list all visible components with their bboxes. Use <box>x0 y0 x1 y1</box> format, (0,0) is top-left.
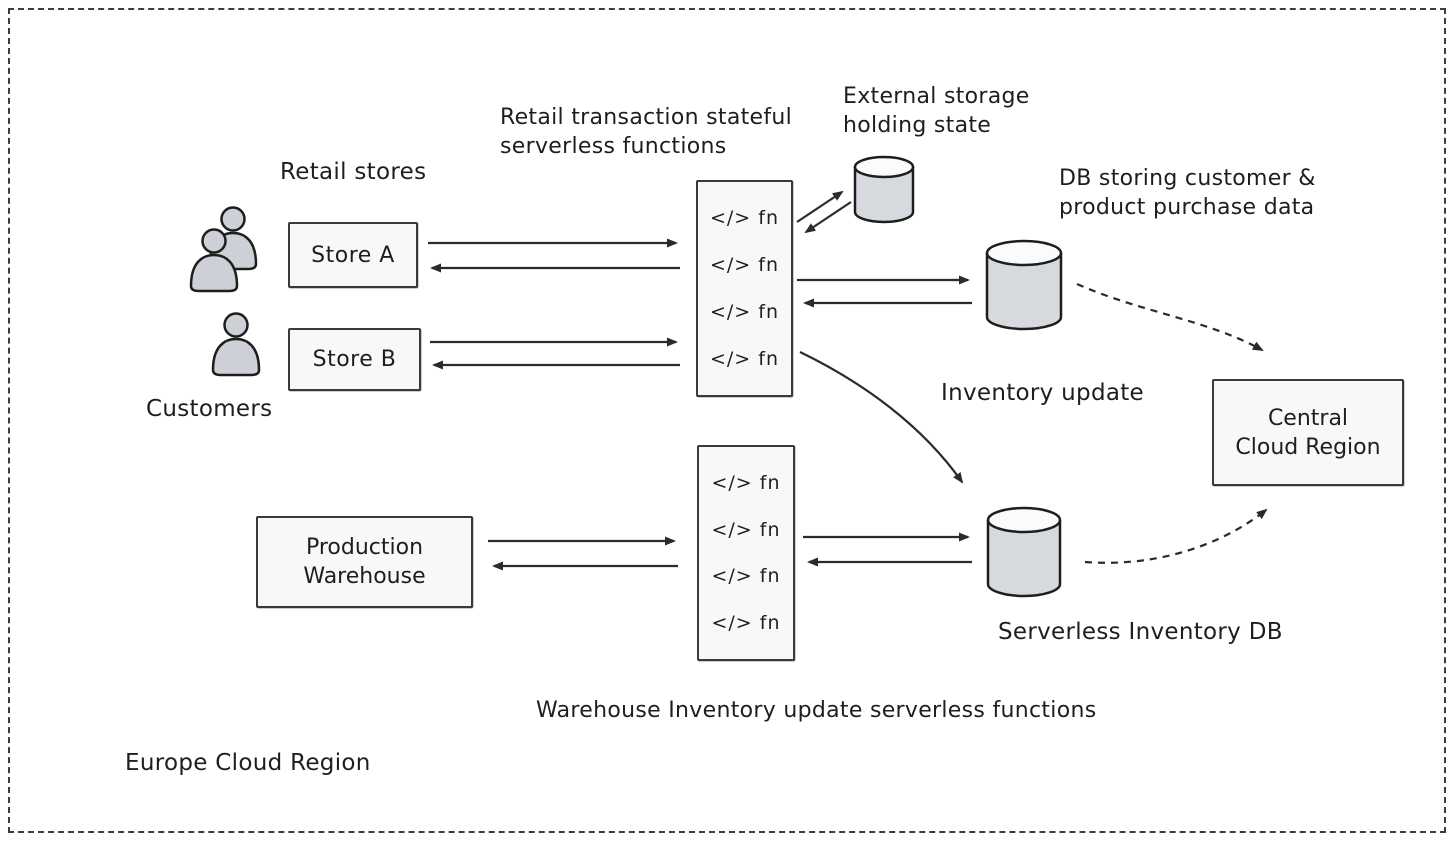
customer-icon <box>211 312 261 377</box>
production-warehouse-box: Production Warehouse <box>256 516 473 608</box>
store-a-label: Store A <box>311 242 395 268</box>
central-region-label-line2: Cloud Region <box>1235 434 1381 460</box>
retail-functions-caption-line1: Retail transaction stateful <box>500 105 793 130</box>
arrow-functions-to-external-storage <box>796 190 844 223</box>
fn-item: </> fn <box>709 207 779 229</box>
inventory-db-label: Serverless Inventory DB <box>998 619 1283 645</box>
fn-item: </> fn <box>711 471 781 494</box>
production-warehouse-label-line1: Production <box>305 535 424 560</box>
arrow-external-storage-to-functions <box>804 201 852 234</box>
store-a-box: Store A <box>288 222 418 288</box>
customers-group-icon <box>189 206 258 293</box>
customer-db-caption-line2: product purchase data <box>1059 195 1315 220</box>
arrow-functions-to-inventory-db <box>799 351 964 484</box>
store-b-box: Store B <box>288 328 421 391</box>
customer-db-caption: DB storing customer & product purchase d… <box>1059 164 1316 222</box>
retail-functions-caption: Retail transaction stateful serverless f… <box>500 103 792 161</box>
central-cloud-region-box: Central Cloud Region <box>1212 379 1404 486</box>
retail-stores-label: Retail stores <box>280 159 427 185</box>
europe-cloud-region-label: Europe Cloud Region <box>125 750 371 776</box>
fn-item: </> fn <box>709 254 779 276</box>
arrow-customer-db-to-central-dashed <box>1076 282 1264 351</box>
inventory-update-label: Inventory update <box>941 380 1145 406</box>
production-warehouse-label-line2: Warehouse <box>303 564 426 589</box>
warehouse-functions-box: </> fn </> fn </> fn </> fn <box>697 445 795 661</box>
europe-region-boundary <box>8 8 1446 833</box>
store-b-label: Store B <box>312 347 397 372</box>
fn-item: </> fn <box>709 301 779 323</box>
external-storage-caption-line1: External storage <box>843 84 1030 109</box>
arrow-inventory-db-to-central-dashed <box>1084 508 1268 564</box>
fn-item: </> fn <box>711 565 781 588</box>
inventory-db-icon <box>986 506 1062 598</box>
external-storage-caption: External storage holding state <box>843 82 1030 140</box>
fn-item: </> fn <box>709 348 779 370</box>
warehouse-functions-caption: Warehouse Inventory update serverless fu… <box>536 698 1097 723</box>
retail-functions-box: </> fn </> fn </> fn </> fn <box>696 180 793 397</box>
central-region-label-line1: Central <box>1267 405 1349 431</box>
fn-item: </> fn <box>711 518 781 541</box>
retail-functions-caption-line2: serverless functions <box>500 134 727 159</box>
external-storage-icon <box>853 155 915 224</box>
customer-db-caption-line1: DB storing customer & <box>1059 166 1316 191</box>
customer-db-icon <box>985 239 1063 331</box>
customers-label: Customers <box>146 396 273 422</box>
fn-item: </> fn <box>711 612 781 635</box>
external-storage-caption-line2: holding state <box>843 113 992 138</box>
